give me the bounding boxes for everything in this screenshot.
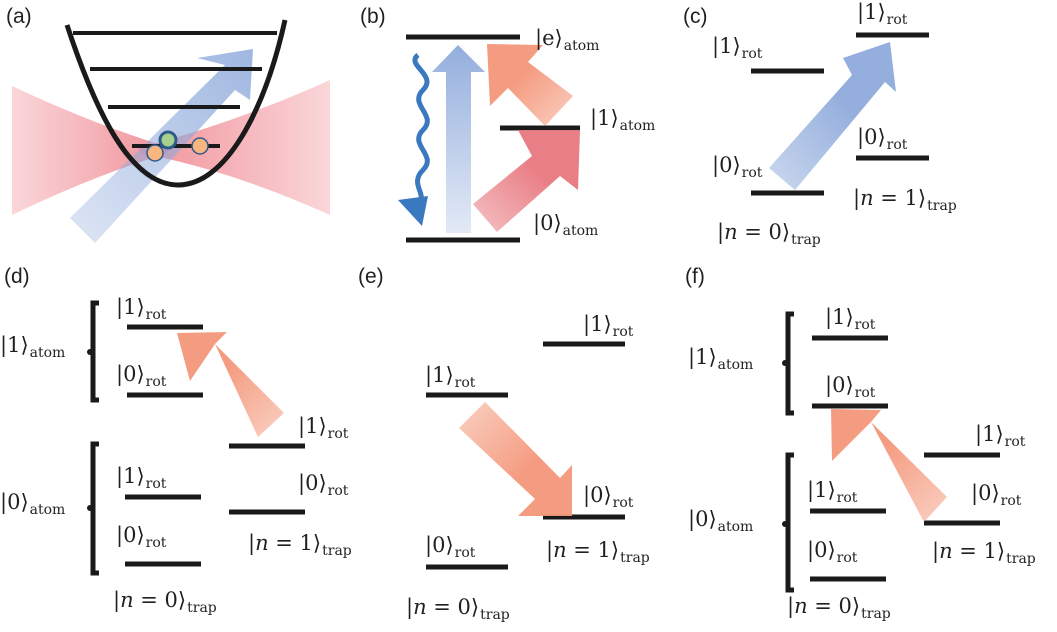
d-ket-1-atom: |1⟩atom (0, 333, 66, 361)
f-bracket-upper-tip (782, 360, 788, 366)
trap-beam-left (12, 86, 168, 215)
molecule-particle (158, 130, 178, 150)
f-ket-n1-rot1: |1⟩rot (975, 422, 1026, 450)
transition-arrow-1-to-e (487, 44, 573, 126)
panel-c-graphic (751, 32, 929, 196)
d-transition-arrow (177, 332, 284, 437)
transition-arrow-0-to-1 (473, 130, 580, 232)
panel-a-graphic (12, 19, 330, 243)
e-transition-arrow (459, 402, 572, 516)
ket-0-atom: |0⟩atom (533, 211, 599, 239)
f-ket-atom0-rot0: |0⟩rot (807, 538, 858, 566)
panel-f-graphic (782, 311, 1000, 593)
f-bracket-upper (785, 311, 794, 416)
e-ket-left-0-rot: |0⟩rot (425, 533, 476, 561)
panel-e-graphic (426, 341, 625, 570)
e-ket-right-1-rot: |1⟩rot (583, 312, 634, 340)
d-bracket-lower-tip (87, 505, 93, 511)
c-ket-right-0-rot: |0⟩rot (857, 125, 908, 153)
f-ket-n1-trap: |n = 1⟩trap (932, 539, 1036, 567)
f-ket-n1-rot0: |0⟩rot (971, 481, 1022, 509)
panel-d-graphic (87, 300, 305, 576)
f-bracket-lower (785, 452, 794, 593)
c-raman-arrow (769, 42, 896, 190)
panel-label-d: (d) (4, 265, 30, 288)
e-ket-left-1-rot: |1⟩rot (425, 363, 476, 391)
c-ket-n0-trap: |n = 0⟩trap (717, 220, 821, 248)
c-ket-left-1-rot: |1⟩rot (712, 34, 763, 62)
c-ket-right-1-rot: |1⟩rot (857, 0, 908, 28)
ket-1-atom: |1⟩atom (590, 106, 656, 134)
c-ket-n1-trap: |n = 1⟩trap (853, 186, 957, 214)
panel-label-a: (a) (6, 5, 32, 28)
d-bracket-lower (90, 441, 99, 576)
f-ket-atom1-rot0: |0⟩rot (825, 373, 876, 401)
f-ket-1-atom: |1⟩atom (688, 345, 754, 373)
d-ket-atom1-rot0: |0⟩rot (116, 362, 167, 390)
c-ket-left-0-rot: |0⟩rot (712, 153, 763, 181)
panel-label-f: (f) (685, 265, 705, 288)
spontaneous-emission-wave (412, 53, 430, 207)
f-ket-atom1-rot1: |1⟩rot (825, 305, 876, 333)
d-bracket-upper (90, 300, 99, 403)
spontaneous-emission-arrowhead (398, 196, 428, 226)
d-ket-atom0-rot0: |0⟩rot (116, 523, 167, 551)
panel-label-b: (b) (360, 5, 386, 28)
e-ket-n0-trap: |n = 0⟩trap (406, 595, 510, 623)
d-ket-n0-trap: |n = 0⟩trap (113, 588, 217, 616)
panel-label-c: (c) (683, 5, 708, 28)
atom-particle-left (146, 144, 164, 162)
ket-e-atom: |e⟩atom (535, 26, 600, 54)
d-ket-atom1-rot1: |1⟩rot (116, 295, 167, 323)
f-ket-atom0-rot1: |1⟩rot (807, 478, 858, 506)
f-ket-n0-trap: |n = 0⟩trap (787, 594, 891, 622)
harmonic-potential-curve (64, 19, 288, 188)
atom-particle-right (191, 137, 209, 155)
d-ket-atom0-rot1: |1⟩rot (116, 464, 167, 492)
excitation-arrow-blue (432, 45, 485, 233)
f-transition-arrow (831, 409, 947, 522)
panel-b-graphic (398, 34, 580, 243)
d-ket-0-atom: |0⟩atom (0, 490, 66, 518)
d-ket-n1-rot0: |0⟩rot (298, 471, 349, 499)
d-bracket-upper-tip (87, 349, 93, 355)
f-ket-0-atom: |0⟩atom (688, 507, 754, 535)
e-ket-right-0-rot: |0⟩rot (583, 483, 634, 511)
panel-label-e: (e) (358, 265, 384, 288)
d-ket-n1-rot1: |1⟩rot (298, 414, 349, 442)
e-ket-n1-trap: |n = 1⟩trap (546, 538, 650, 566)
d-ket-n1-trap: |n = 1⟩trap (248, 531, 352, 559)
f-bracket-lower-tip (782, 521, 788, 527)
